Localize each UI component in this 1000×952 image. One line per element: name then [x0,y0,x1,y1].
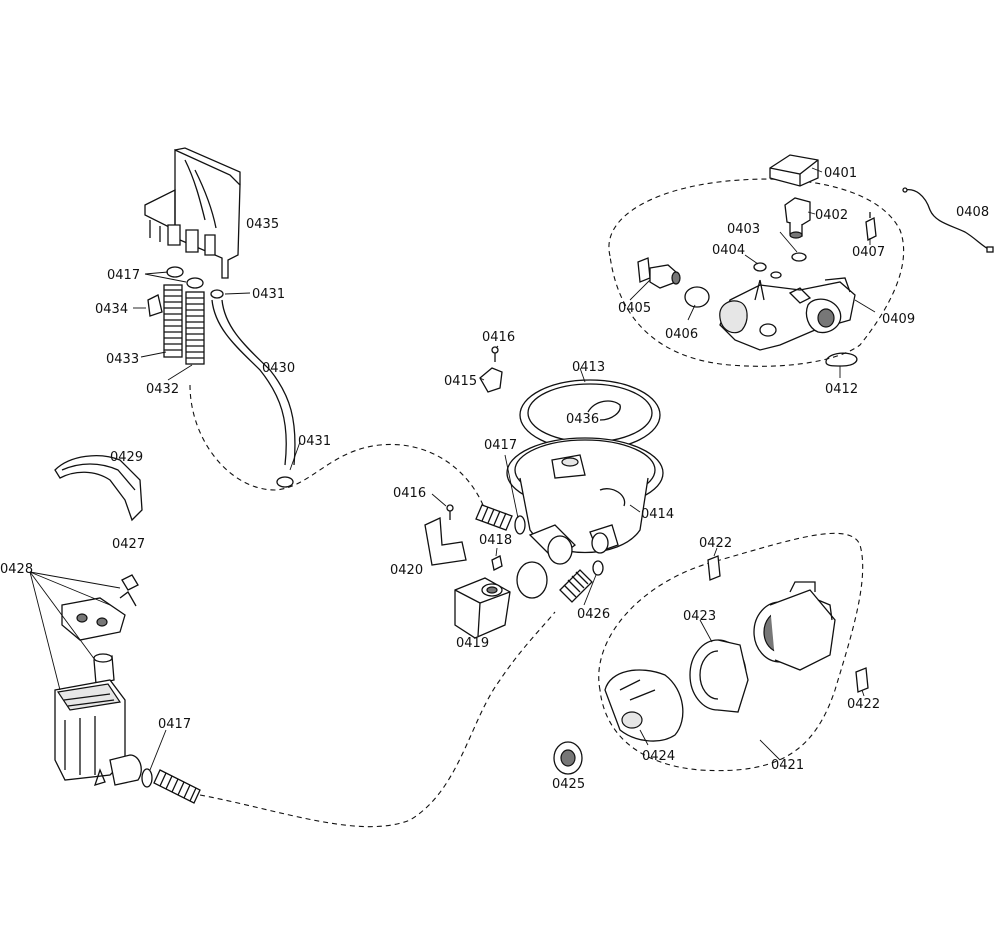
part-0431-clip-bottom [276,476,294,488]
part-0432-hose [185,291,205,365]
label-0408: 0408 [956,205,989,220]
label-0403: 0403 [727,222,760,237]
dashed-hose-path-upper [189,384,486,511]
label-0425: 0425 [552,777,585,792]
label-0431-bottom: 0431 [298,434,331,449]
label-0421: 0421 [771,758,804,773]
part-0417-hose-sump [475,504,526,535]
part-0422-clip-b [855,667,869,693]
part-0418-clip [491,555,503,571]
part-0404-ring [753,262,767,272]
label-0406: 0406 [665,327,698,342]
label-0428: 0428 [0,562,33,577]
part-0420-bracket [424,517,467,566]
part-0415-bracket [479,367,503,393]
dashed-group-outline-heater-assembly [608,178,905,367]
part-0429-cover [54,455,143,522]
label-0409: 0409 [882,312,915,327]
label-0404: 0404 [712,243,745,258]
part-0417-ring-b [186,277,204,289]
part-0434-bracket [147,294,163,317]
part-0426-hose [559,560,604,603]
label-0412: 0412 [825,382,858,397]
label-0434: 0434 [95,302,128,317]
part-0430-hose [211,299,287,466]
label-0422-right: 0422 [847,697,880,712]
label-0433: 0433 [106,352,139,367]
part-0417-ring-c [141,768,153,788]
label-0427: 0427 [112,537,145,552]
label-0415: 0415 [444,374,477,389]
part-0407-clip [865,212,877,241]
part-0423-housing [689,639,749,713]
part-0433-hose [163,284,183,358]
label-0436: 0436 [566,412,599,427]
part-0431-clip-top [210,289,224,299]
label-0429: 0429 [110,450,143,465]
label-0407: 0407 [852,245,885,260]
part-0416-screw-top [491,346,499,362]
label-0423: 0423 [683,609,716,624]
label-0416-top: 0416 [482,330,515,345]
label-0418: 0418 [479,533,512,548]
leader-lines [29,167,876,771]
label-0420: 0420 [390,563,423,578]
part-0412-clamp [825,352,858,367]
part-hose-lower [153,769,201,804]
part-0417-ring-a [166,266,184,278]
label-0417-lower: 0417 [158,717,191,732]
label-0414: 0414 [641,507,674,522]
part-0424-volute [604,669,684,742]
part-0425-grommet [553,741,583,775]
label-0424: 0424 [642,749,675,764]
label-0405: 0405 [618,301,651,316]
label-0417-sump: 0417 [484,438,517,453]
part-0403-oring [791,252,807,262]
label-0431-top: 0431 [252,287,285,302]
part-0405-sensor [637,257,681,289]
part-0409-heater-assembly [719,277,856,351]
part-0402-valve [784,197,811,239]
label-0435: 0435 [246,217,279,232]
part-0401-cover [769,154,819,187]
part-0421-motor [753,581,836,671]
part-0422-clip-a [707,555,721,581]
label-0430: 0430 [262,361,295,376]
part-0428-switch [61,597,126,685]
part-0419-drain-pump [454,577,511,639]
label-0419: 0419 [456,636,489,651]
label-0416-lower: 0416 [393,486,426,501]
part-labels: 0401 0402 0403 0404 0405 0406 0407 0408 … [0,166,989,792]
label-0401: 0401 [824,166,857,181]
label-0413: 0413 [572,360,605,375]
part-seal-ring [516,561,548,599]
label-0402: 0402 [815,208,848,223]
part-0414-sump [506,437,664,554]
part-0427-float [119,574,139,607]
dashed-hose-path-lower [199,611,556,828]
label-0432: 0432 [146,382,179,397]
part-0428-valve-body [54,679,142,786]
dashed-group-outline-pump-assembly [598,532,864,772]
label-0422-top: 0422 [699,536,732,551]
part-0435-housing [144,147,241,279]
part-sump-outlets [528,524,619,565]
label-0426: 0426 [577,607,610,622]
part-0436-flap [587,400,621,421]
part-0408-sensor-wire [902,187,994,253]
part-0406-seal [684,286,710,308]
label-0417-top: 0417 [107,268,140,283]
part-0416-screw-lower [446,504,454,520]
